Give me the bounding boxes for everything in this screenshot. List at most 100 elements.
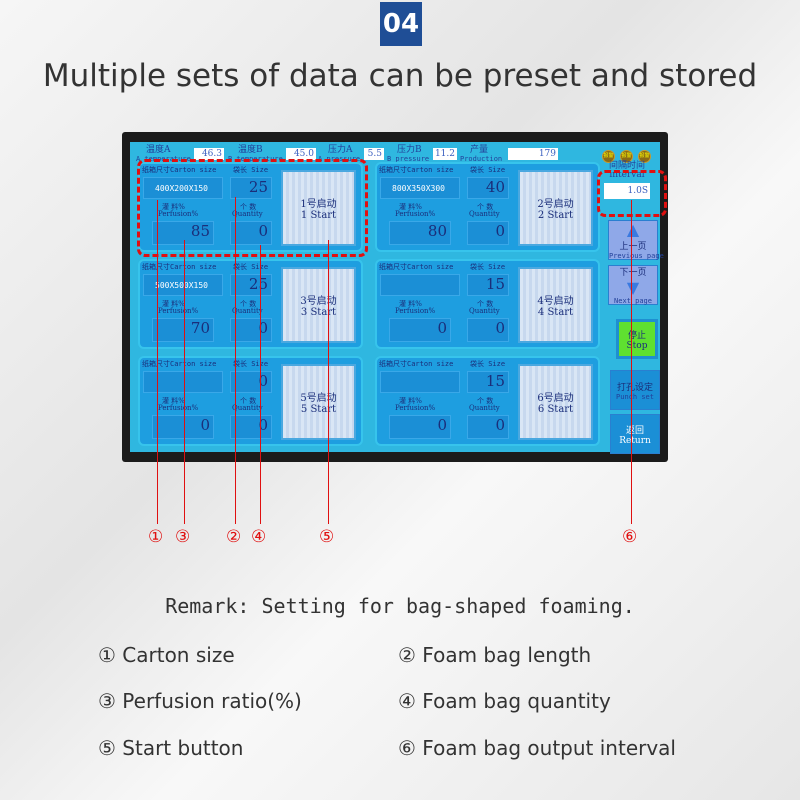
perfusion-input[interactable]: 0 bbox=[389, 318, 451, 342]
pointer-line-3 bbox=[184, 240, 185, 524]
label: 5 Start bbox=[300, 404, 337, 415]
arrow-up-icon: ▲ bbox=[626, 220, 640, 239]
quantity-input[interactable]: 0 bbox=[230, 415, 272, 439]
perfusion-input[interactable]: 80 bbox=[389, 221, 451, 245]
remark: Remark: Setting for bag-shaped foaming. bbox=[165, 594, 635, 618]
legend-2: ② Foam bag length bbox=[398, 643, 592, 667]
size-label: 袋长 Size bbox=[233, 360, 269, 368]
perfusion-label-cn: 灌 料% bbox=[162, 300, 185, 308]
perfusion-label-cn: 灌 料% bbox=[162, 397, 185, 405]
alarm-lamp-icon: 报警 bbox=[638, 150, 651, 163]
bag-length-input[interactable]: 25 bbox=[230, 274, 272, 296]
quantity-input[interactable]: 0 bbox=[467, 415, 509, 439]
bag-length-input[interactable]: 25 bbox=[230, 177, 272, 199]
perfusion-label-cn: 灌 料% bbox=[399, 300, 422, 308]
status-label-en: Production bbox=[460, 155, 503, 163]
label: 3 Start bbox=[300, 307, 337, 318]
quantity-label-cn: 个 数 bbox=[240, 397, 257, 405]
carton-size-input[interactable] bbox=[380, 371, 460, 393]
carton-size-input[interactable] bbox=[143, 371, 223, 393]
marker-4: ④ bbox=[251, 527, 267, 547]
interval-label-cn: 间隔时间 bbox=[608, 161, 645, 171]
perfusion-input[interactable]: 0 bbox=[152, 415, 214, 439]
status-label-cn: 温度B bbox=[238, 145, 263, 155]
bag-length-input[interactable]: 15 bbox=[467, 371, 509, 393]
alarm-lamp-icon: 报警 bbox=[602, 150, 615, 163]
label: 下一页 bbox=[619, 268, 647, 278]
carton-label: 纸箱尺寸Carton size bbox=[379, 263, 454, 271]
pointer-line-6 bbox=[631, 200, 632, 524]
status-value: 45.0 bbox=[286, 148, 316, 160]
preset-panel: 纸箱尺寸Carton size 袋长 Size 15 灌 料% Perfusio… bbox=[375, 356, 600, 446]
label: 4 Start bbox=[537, 307, 574, 318]
quantity-label-en: Quantity bbox=[469, 307, 500, 315]
status-value: 179 bbox=[508, 148, 558, 160]
quantity-input[interactable]: 0 bbox=[230, 318, 272, 342]
preset-panel: 纸箱尺寸Carton size 袋长 Size 400X200X150 25 灌… bbox=[138, 162, 363, 252]
label: 停止 bbox=[627, 330, 646, 341]
arrow-down-icon: ▼ bbox=[626, 278, 640, 297]
alarm-lamp-icon: 报警 bbox=[620, 150, 633, 163]
size-label: 袋长 Size bbox=[233, 166, 269, 174]
label: 2 Start bbox=[537, 210, 574, 221]
perfusion-input[interactable]: 0 bbox=[389, 415, 451, 439]
headline: Multiple sets of data can be preset and … bbox=[42, 58, 758, 94]
label: Stop bbox=[626, 340, 648, 351]
perfusion-label-en: Perfusion% bbox=[395, 307, 436, 315]
carton-label: 纸箱尺寸Carton size bbox=[142, 360, 217, 368]
marker-3: ③ bbox=[175, 527, 191, 547]
quantity-input[interactable]: 0 bbox=[467, 221, 509, 245]
perfusion-input[interactable]: 85 bbox=[152, 221, 214, 245]
label: 6号启动 bbox=[537, 393, 574, 404]
label: 返回 bbox=[625, 425, 644, 436]
preset-panel: 纸箱尺寸Carton size 袋长 Size 0 灌 料% Perfusion… bbox=[138, 356, 363, 446]
quantity-input[interactable]: 0 bbox=[467, 318, 509, 342]
legend-4: ④ Foam bag quantity bbox=[398, 689, 611, 713]
label: 5号启动 bbox=[300, 393, 337, 404]
pointer-line-5 bbox=[328, 240, 329, 524]
legend-5: ⑤ Start button bbox=[98, 736, 244, 760]
status-label-cn: 产量 bbox=[470, 145, 489, 155]
label: Next page bbox=[614, 297, 652, 305]
preset-panel: 纸箱尺寸Carton size 袋长 Size 800X350X300 40 灌… bbox=[375, 162, 600, 252]
perfusion-input[interactable]: 70 bbox=[152, 318, 214, 342]
label: Previous page bbox=[609, 252, 664, 260]
status-label-cn: 温度A bbox=[146, 145, 171, 155]
bag-length-input[interactable]: 0 bbox=[230, 371, 272, 393]
label: 4号启动 bbox=[537, 296, 574, 307]
next-page-button[interactable]: 下一页▼Next page bbox=[608, 265, 658, 305]
bag-length-input[interactable]: 15 bbox=[467, 274, 509, 296]
perfusion-label-cn: 灌 料% bbox=[162, 203, 185, 211]
perfusion-label-en: Perfusion% bbox=[158, 210, 199, 218]
carton-label: 纸箱尺寸Carton size bbox=[142, 263, 217, 271]
highlight-interval bbox=[597, 170, 667, 217]
bag-length-input[interactable]: 40 bbox=[467, 177, 509, 199]
carton-size-input[interactable] bbox=[380, 274, 460, 296]
label: Return bbox=[619, 435, 651, 446]
carton-size-input[interactable]: 400X200X150 bbox=[143, 177, 223, 199]
quantity-input[interactable]: 0 bbox=[230, 221, 272, 245]
size-label: 袋长 Size bbox=[470, 263, 506, 271]
carton-size-input[interactable]: 800X350X300 bbox=[380, 177, 460, 199]
pointer-line-4 bbox=[260, 245, 261, 524]
status-value: 46.3 bbox=[194, 148, 224, 160]
size-label: 袋长 Size bbox=[233, 263, 269, 271]
perfusion-label-cn: 灌 料% bbox=[399, 397, 422, 405]
legend-3: ③ Perfusion ratio(%) bbox=[98, 689, 302, 713]
quantity-label-cn: 个 数 bbox=[240, 203, 257, 211]
marker-5: ⑤ bbox=[319, 527, 335, 547]
carton-size-input[interactable]: 500X500X150 bbox=[143, 274, 223, 296]
interval-input[interactable]: 1.0S bbox=[604, 183, 650, 199]
status-value: 5.5 bbox=[364, 148, 384, 160]
